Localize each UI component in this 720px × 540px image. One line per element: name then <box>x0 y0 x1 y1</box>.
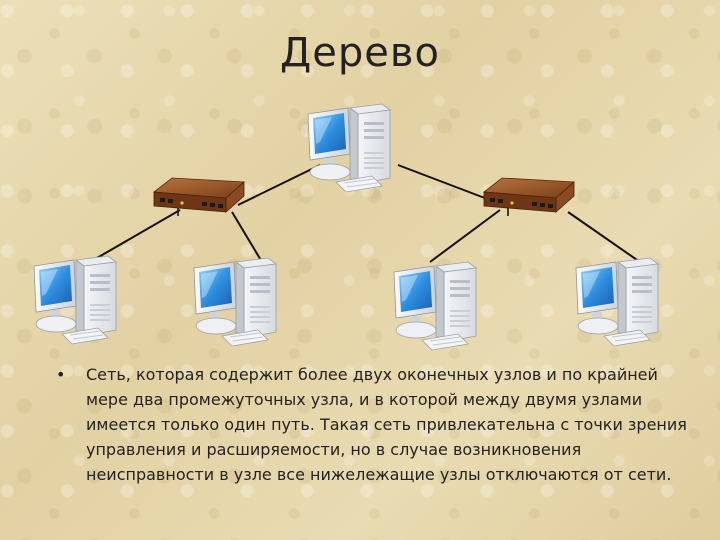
link-root-hub-left <box>238 165 320 205</box>
link-hub-right-leaf-3 <box>430 210 500 262</box>
link-hub-left-leaf-1 <box>90 210 180 262</box>
node-leaf-3-computer-icon <box>394 262 476 350</box>
link-hub-left-leaf-2 <box>232 212 262 262</box>
node-leaf-1-computer-icon <box>34 256 116 344</box>
link-root-hub-right <box>398 165 490 200</box>
node-hub-right-network-hub-icon <box>484 178 574 216</box>
node-hub-left-network-hub-icon <box>154 178 244 216</box>
node-leaf-4-computer-icon <box>576 258 658 346</box>
link-hub-right-leaf-4 <box>568 212 640 262</box>
node-root-computer-icon <box>308 104 390 192</box>
bullet-marker: • <box>56 362 65 387</box>
node-leaf-2-computer-icon <box>194 258 276 346</box>
description-text: Сеть, которая содержит более двух оконеч… <box>86 362 696 487</box>
